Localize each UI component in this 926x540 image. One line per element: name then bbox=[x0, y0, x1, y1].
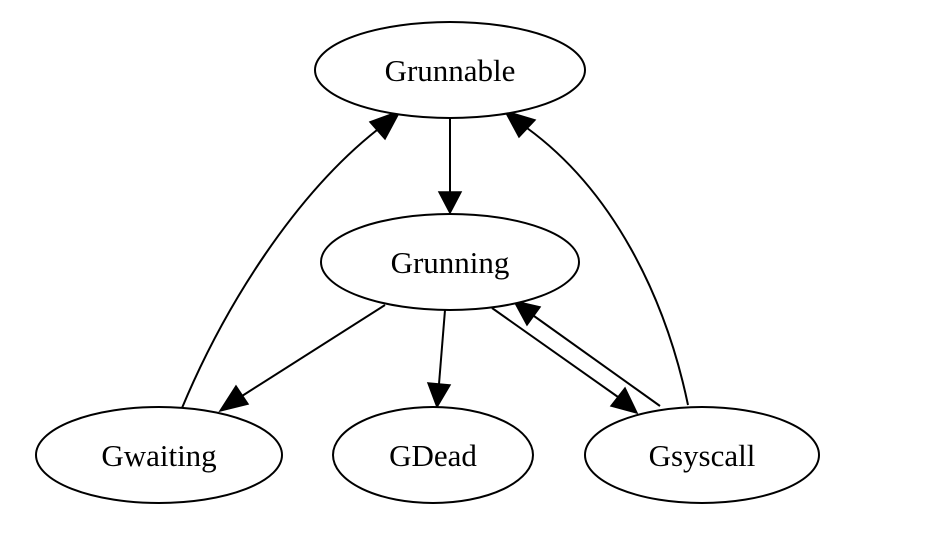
edge-gwaiting-to-grunnable bbox=[181, 109, 402, 409]
node-label-gsyscall: Gsyscall bbox=[649, 438, 756, 473]
edge-grunning-to-gsyscall bbox=[491, 307, 639, 415]
edge-grunning-to-gdead bbox=[426, 309, 452, 409]
node-label-gwaiting: Gwaiting bbox=[101, 438, 216, 473]
node-gdead: GDead bbox=[332, 406, 534, 504]
edge-gsyscall-to-grunnable bbox=[503, 109, 689, 406]
node-label-grunnable: Grunnable bbox=[385, 53, 516, 88]
node-gsyscall: Gsyscall bbox=[584, 406, 820, 504]
node-grunnable: Grunnable bbox=[314, 21, 586, 119]
node-grunning: Grunning bbox=[320, 213, 580, 311]
edges bbox=[181, 109, 689, 415]
nodes: Grunnable Grunning Gwaiting GDead Gsysca… bbox=[35, 21, 820, 504]
node-label-gdead: GDead bbox=[389, 438, 477, 473]
edge-grunning-to-gwaiting bbox=[218, 304, 386, 413]
edge-grunnable-to-grunning bbox=[437, 118, 463, 215]
edge-gsyscall-to-grunning bbox=[512, 299, 661, 407]
node-label-grunning: Grunning bbox=[391, 245, 510, 280]
node-gwaiting: Gwaiting bbox=[35, 406, 283, 504]
